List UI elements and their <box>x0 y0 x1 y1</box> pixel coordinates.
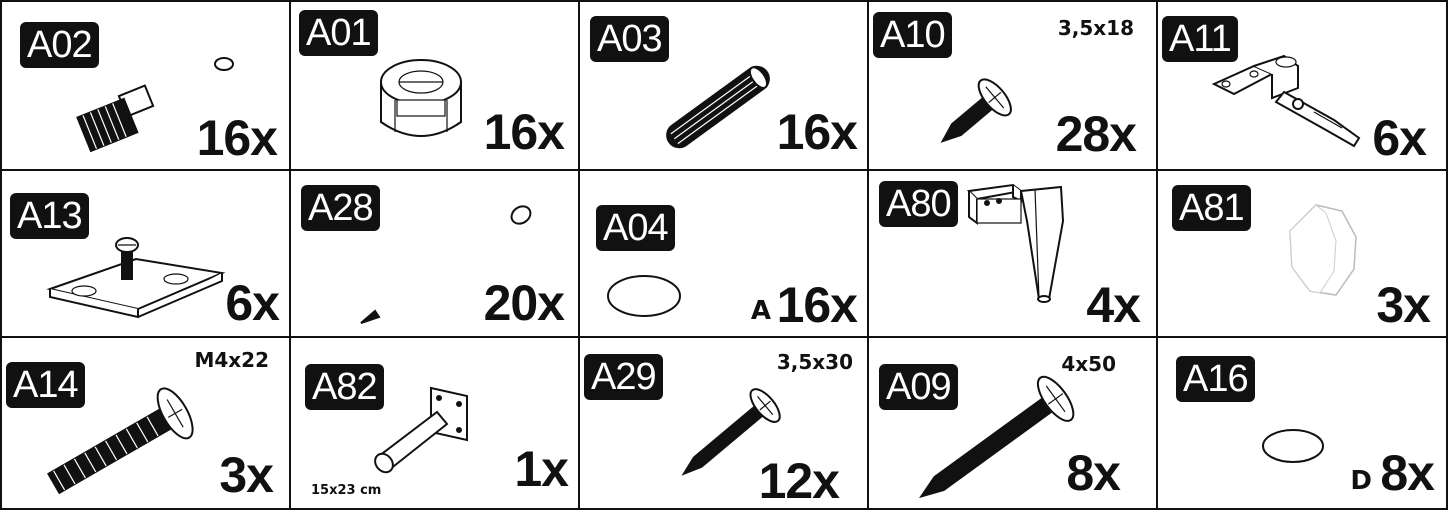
part-code: A16 <box>1176 356 1255 402</box>
part-cell-a03: A03 16x <box>578 0 869 171</box>
part-quantity: 16x <box>777 280 857 330</box>
part-quantity: 3x <box>219 450 273 500</box>
hinge-icon <box>1214 42 1364 152</box>
part-cell-a81: A81 3x <box>1156 169 1448 338</box>
part-cell-a80: A80 4x <box>867 169 1158 338</box>
part-quantity: 6x <box>1372 113 1426 163</box>
part-cell-a04: A04 A 16x <box>578 169 869 338</box>
part-quantity: 6x <box>225 278 279 328</box>
part-cell-a02: A02 16x <box>0 0 291 171</box>
cam-lock-icon <box>371 42 471 152</box>
part-letter: A <box>751 296 771 326</box>
part-quantity: 8x <box>1066 448 1120 498</box>
part-cell-a09: A09 4x50 8x <box>867 336 1158 510</box>
furniture-leg-icon <box>965 181 1075 311</box>
part-code: A80 <box>879 181 958 227</box>
part-code: A04 <box>596 205 675 251</box>
short-screw-icon <box>931 64 1031 154</box>
long-screw-icon <box>909 374 1089 506</box>
part-cell-a13: A13 6x <box>0 169 291 338</box>
round-cap-icon <box>1258 424 1328 468</box>
part-size: 3,5x30 <box>777 350 853 374</box>
hinge-plate-icon <box>46 231 226 321</box>
part-cell-a29: A29 3,5x30 12x <box>578 336 869 510</box>
part-quantity: 12x <box>759 456 839 506</box>
part-quantity: 28x <box>1056 109 1136 159</box>
part-quantity: 20x <box>484 278 564 328</box>
part-letter: D <box>1350 466 1372 496</box>
part-cell-a11: A11 6x <box>1156 0 1448 171</box>
machine-screw-icon <box>42 380 212 500</box>
part-size: 4x50 <box>1061 352 1116 376</box>
part-cell-a28: A28 20x <box>289 169 580 338</box>
part-quantity: 1x <box>514 444 568 494</box>
felt-pad-icon <box>1284 201 1364 301</box>
part-quantity: 16x <box>484 107 564 157</box>
part-quantity: 16x <box>777 107 857 157</box>
part-code: A01 <box>299 10 378 56</box>
wooden-dowel-icon <box>658 57 778 157</box>
part-code: A81 <box>1172 185 1251 231</box>
rail-holder-icon <box>371 378 481 478</box>
part-quantity: 3x <box>1376 280 1430 330</box>
part-cell-a82: A82 15x23 cm 1x <box>289 336 580 510</box>
part-code: A29 <box>584 354 663 400</box>
part-quantity: 4x <box>1086 280 1140 330</box>
cover-cap-icon <box>604 271 684 321</box>
part-cell-a10: A10 3,5x18 28x <box>867 0 1158 171</box>
part-quantity: 16x <box>197 113 277 163</box>
part-cell-a01: A01 16x <box>289 0 580 171</box>
part-size: M4x22 <box>194 348 269 372</box>
part-note: 15x23 cm <box>311 483 381 498</box>
part-code: A10 <box>873 12 952 58</box>
part-code: A03 <box>590 16 669 62</box>
part-cell-a14: A14 M4x22 3x <box>0 336 291 510</box>
part-size: 3,5x18 <box>1058 16 1134 40</box>
part-quantity: 8x <box>1380 448 1434 498</box>
part-cell-a16: A16 D 8x <box>1156 336 1448 510</box>
